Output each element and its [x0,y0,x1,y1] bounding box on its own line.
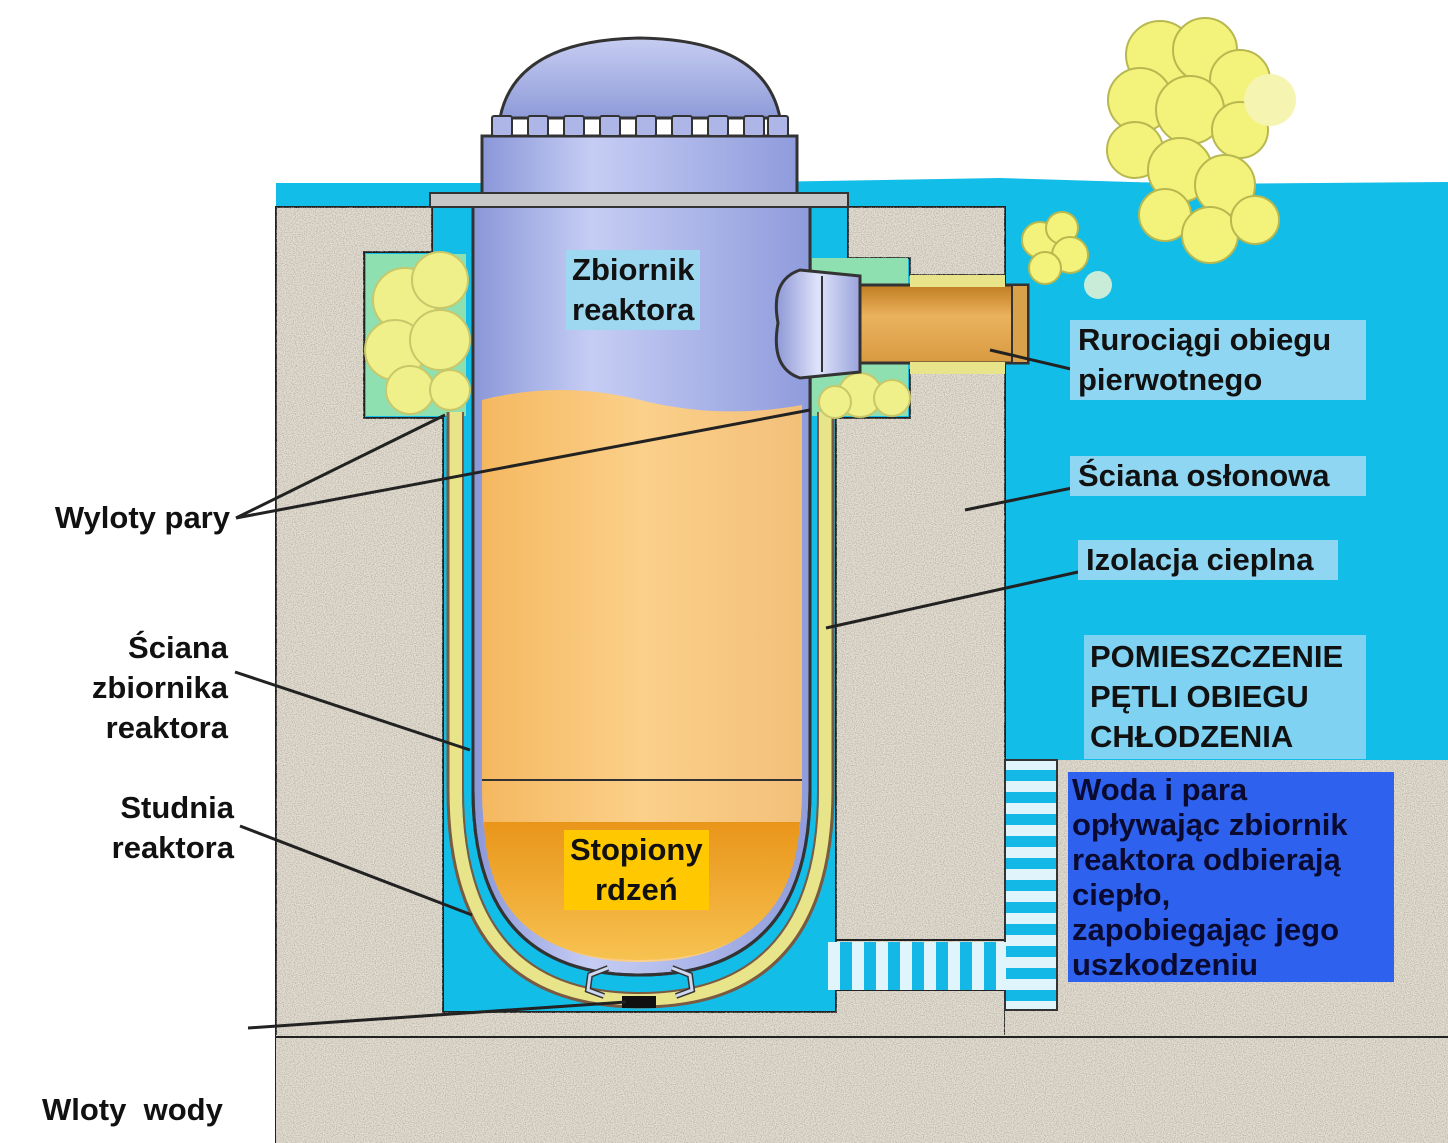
vessel-flange [429,192,849,208]
label-vessel-wall-line2: zbiornika [91,670,228,705]
info-line5: zapobiegając jego [1072,912,1340,947]
steam-left [364,251,471,415]
label-well-line2: reaktora [111,830,234,865]
label-vessel-wall-line1: Ściana [128,630,228,665]
cooling-channel-vertical [1004,759,1058,1011]
info-line3: reaktora odbierają [1072,842,1341,877]
label-core: Stopiony rdzeń [564,830,709,910]
pipe-nozzle [774,268,862,380]
water-inlet [622,996,656,1008]
label-water-steam-info: Woda i para opływając zbiornik reaktora … [1068,772,1394,982]
steam-right [818,372,911,419]
label-insulation: Izolacja cieplna [1078,540,1338,580]
label-coolant-loop-room: POMIESZCZENIE PĘTLI OBIEGU CHŁODZENIA [1084,635,1366,759]
steam-cloud-small [1021,211,1112,299]
info-line4: ciepło, [1072,877,1171,912]
info-line2: opływając zbiornik [1072,807,1348,842]
label-piping-line1: Rurociągi obiegu [1078,322,1332,357]
head-bolts [491,115,789,137]
cooling-channel-horizontal [828,942,1006,990]
label-steam-outlets: Wyloty pary [54,500,230,535]
label-vessel: Zbiornik reaktora [566,250,701,330]
vessel-dome [498,36,782,120]
vessel-head [480,134,799,198]
label-room-line2: PĘTLI OBIEGU [1090,679,1309,714]
label-core-line1: Stopiony [570,832,703,867]
info-line1: Woda i para [1072,772,1248,807]
label-room-line3: CHŁODZENIA [1090,719,1294,754]
label-vessel-wall: Ściana zbiornika reaktora [20,628,228,748]
label-water-inlets: Wloty wody [42,1092,223,1127]
info-line6: uszkodzeniu [1072,947,1259,982]
label-room-line1: POMIESZCZENIE [1090,639,1344,674]
label-well-line1: Studnia [120,790,234,825]
vessel-molten-fill [482,390,802,962]
label-vessel-line2: reaktora [572,292,695,327]
leader-lines [234,348,1079,1030]
label-primary-piping: Rurociągi obiegu pierwotnego [1070,320,1366,400]
label-reactor-well: Studnia reaktora [20,788,234,868]
label-piping-line2: pierwotnego [1078,362,1263,397]
steam-cloud-big [1106,17,1296,264]
label-vessel-wall-line3: reaktora [105,710,228,745]
label-core-line2: rdzeń [594,872,678,907]
label-vessel-line1: Zbiornik [572,252,695,287]
label-shield-wall: Ściana osłonowa [1070,456,1366,496]
